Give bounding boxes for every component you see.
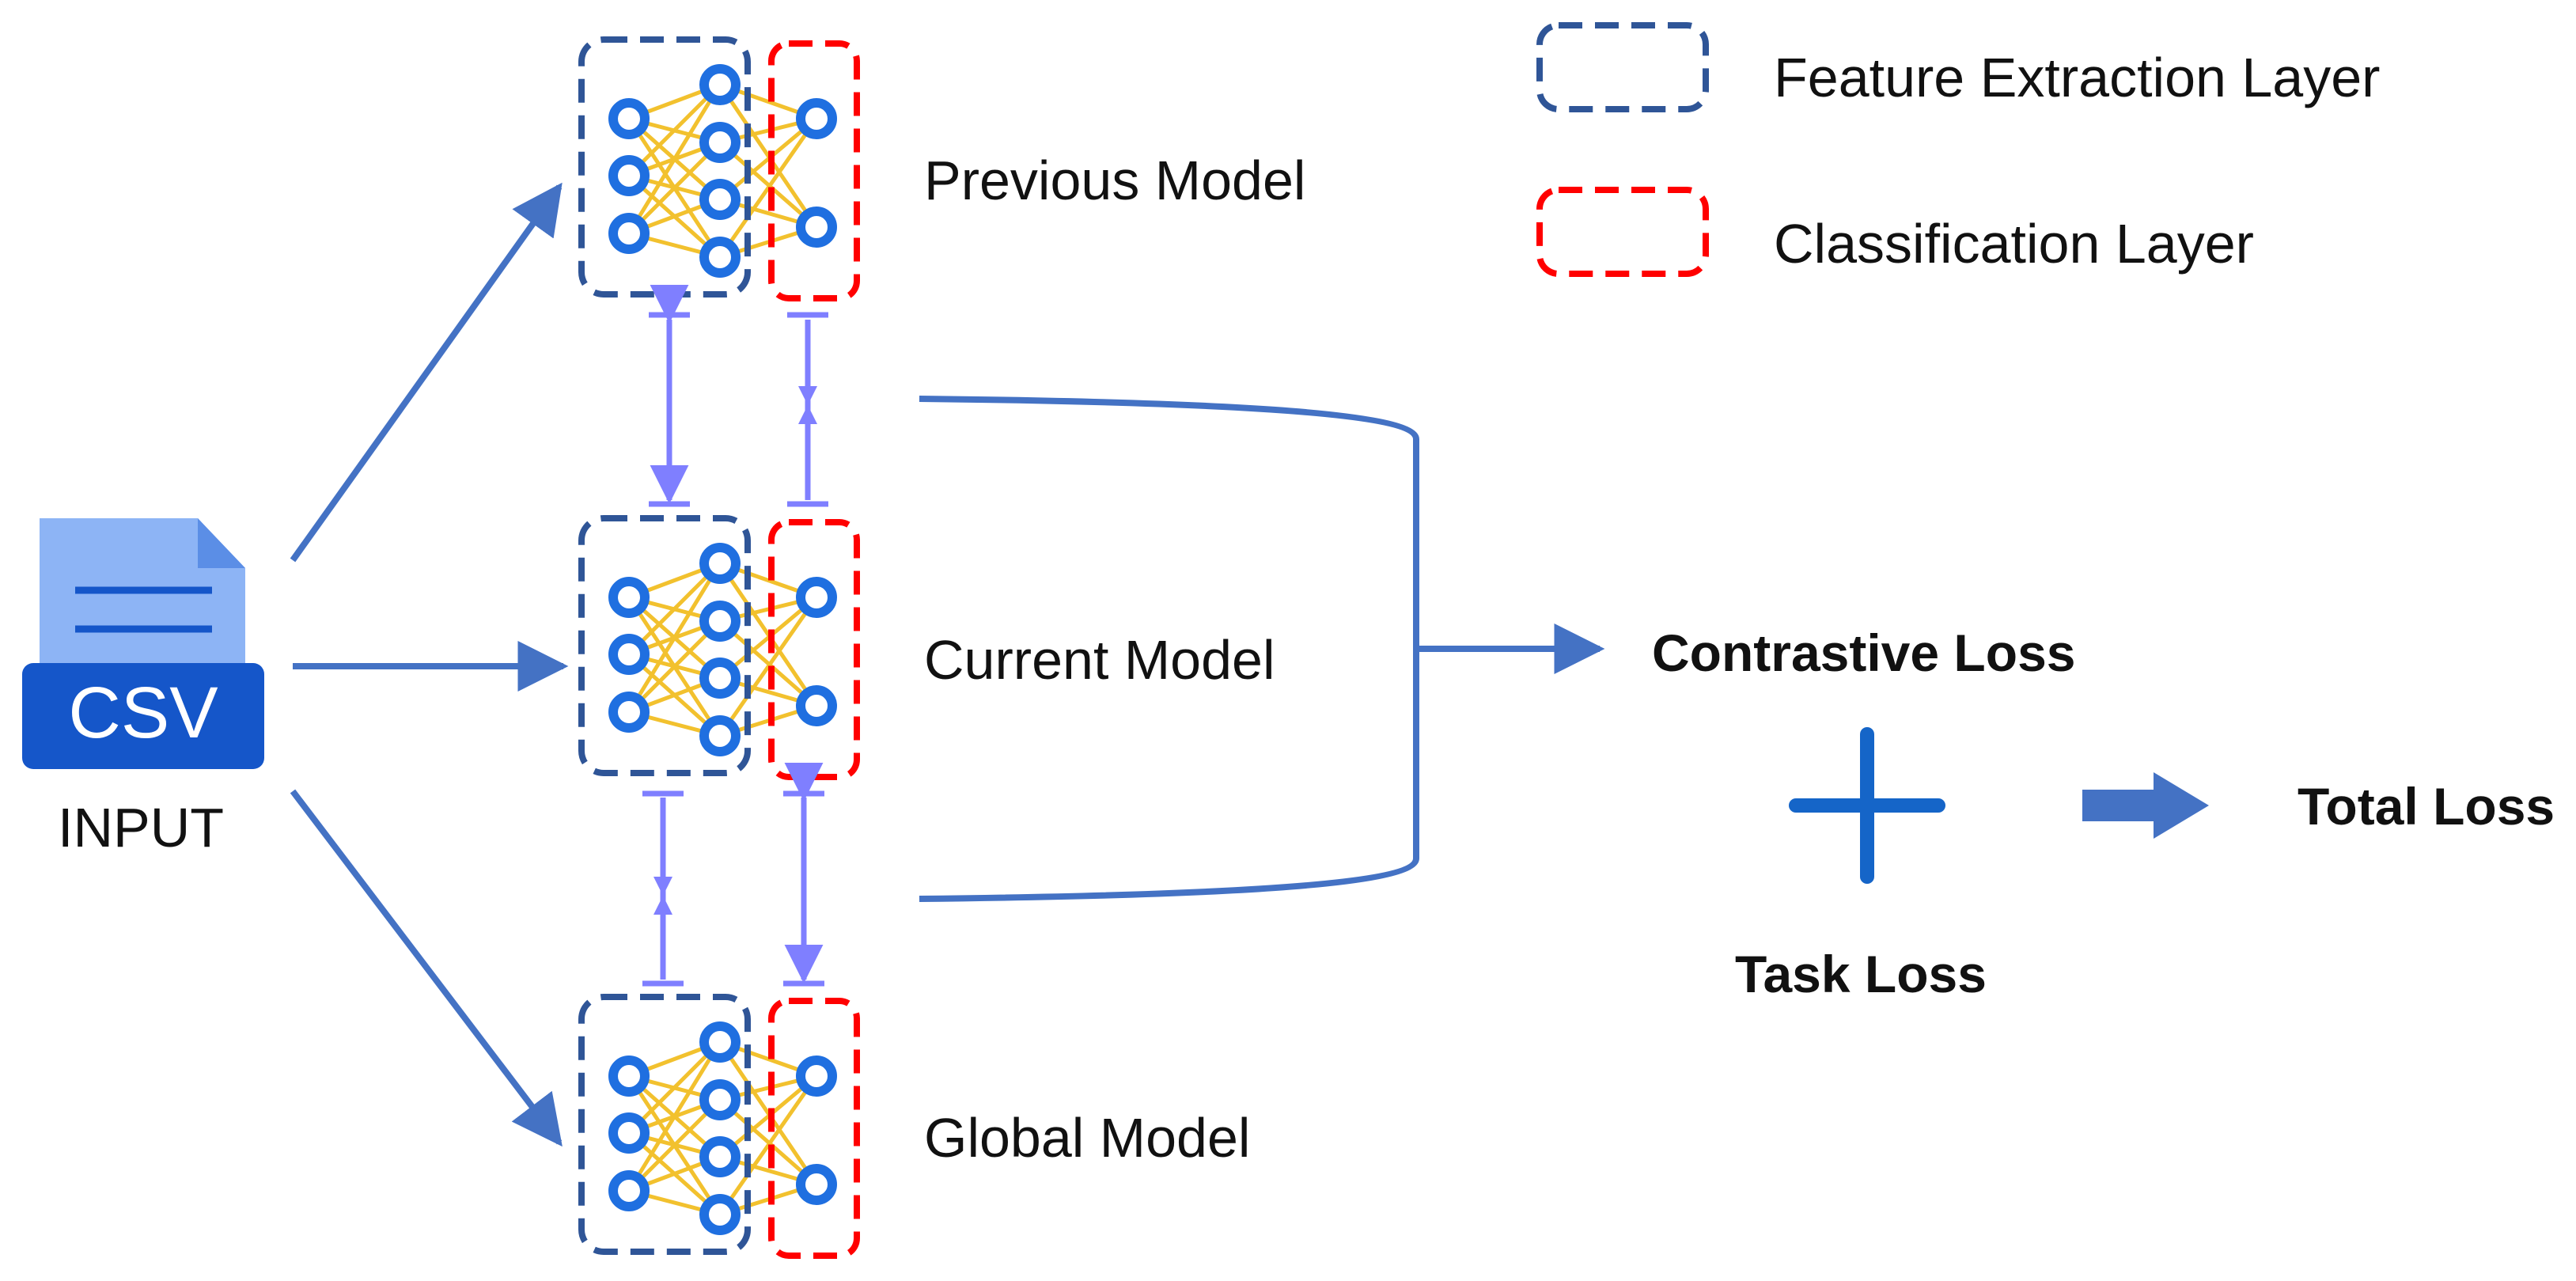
feature-extraction-box [578,515,751,776]
classification-box [768,40,860,301]
input-label: INPUT [58,797,224,858]
feature-comparison-arrows [642,284,690,987]
right-arrow-icon [2082,772,2209,839]
neurons [608,1021,837,1235]
legend-feature-swatch [1536,22,1709,112]
current-model-network [578,515,860,780]
network-connections [627,82,819,260]
previous-model-network [578,36,860,301]
task-loss-label: Task Loss [1735,945,1987,1003]
neurons [608,543,837,756]
legend-classification-label: Classification Layer [1774,213,2254,275]
classification-comparison-arrows [783,312,828,987]
current-model-label: Current Model [924,629,1275,691]
contrastive-loss-label: Contrastive Loss [1652,623,2075,682]
global-model-network [578,994,860,1259]
neurons [608,64,837,278]
feature-extraction-box [578,36,751,298]
plus-icon [1789,727,1945,884]
total-loss-label: Total Loss [2298,777,2555,836]
classification-box [768,998,860,1259]
legend-feature-label: Feature Extraction Layer [1774,47,2380,108]
legend-classification-swatch [1536,187,1709,277]
previous-model-label: Previous Model [924,150,1305,211]
network-connections [627,1040,819,1217]
global-model-label: Global Model [924,1107,1250,1169]
legend: Feature Extraction Layer Classification … [1536,22,2380,277]
classification-box [768,519,860,780]
contrastive-bracket [919,396,1605,902]
input-arrows [290,182,569,1147]
feature-extraction-box [578,994,751,1255]
csv-badge: CSV [68,673,218,753]
csv-file-icon: CSV [22,518,264,769]
network-connections [627,561,819,738]
arrow-to-global-model [290,789,563,1147]
arrow-to-previous-model [290,182,563,563]
